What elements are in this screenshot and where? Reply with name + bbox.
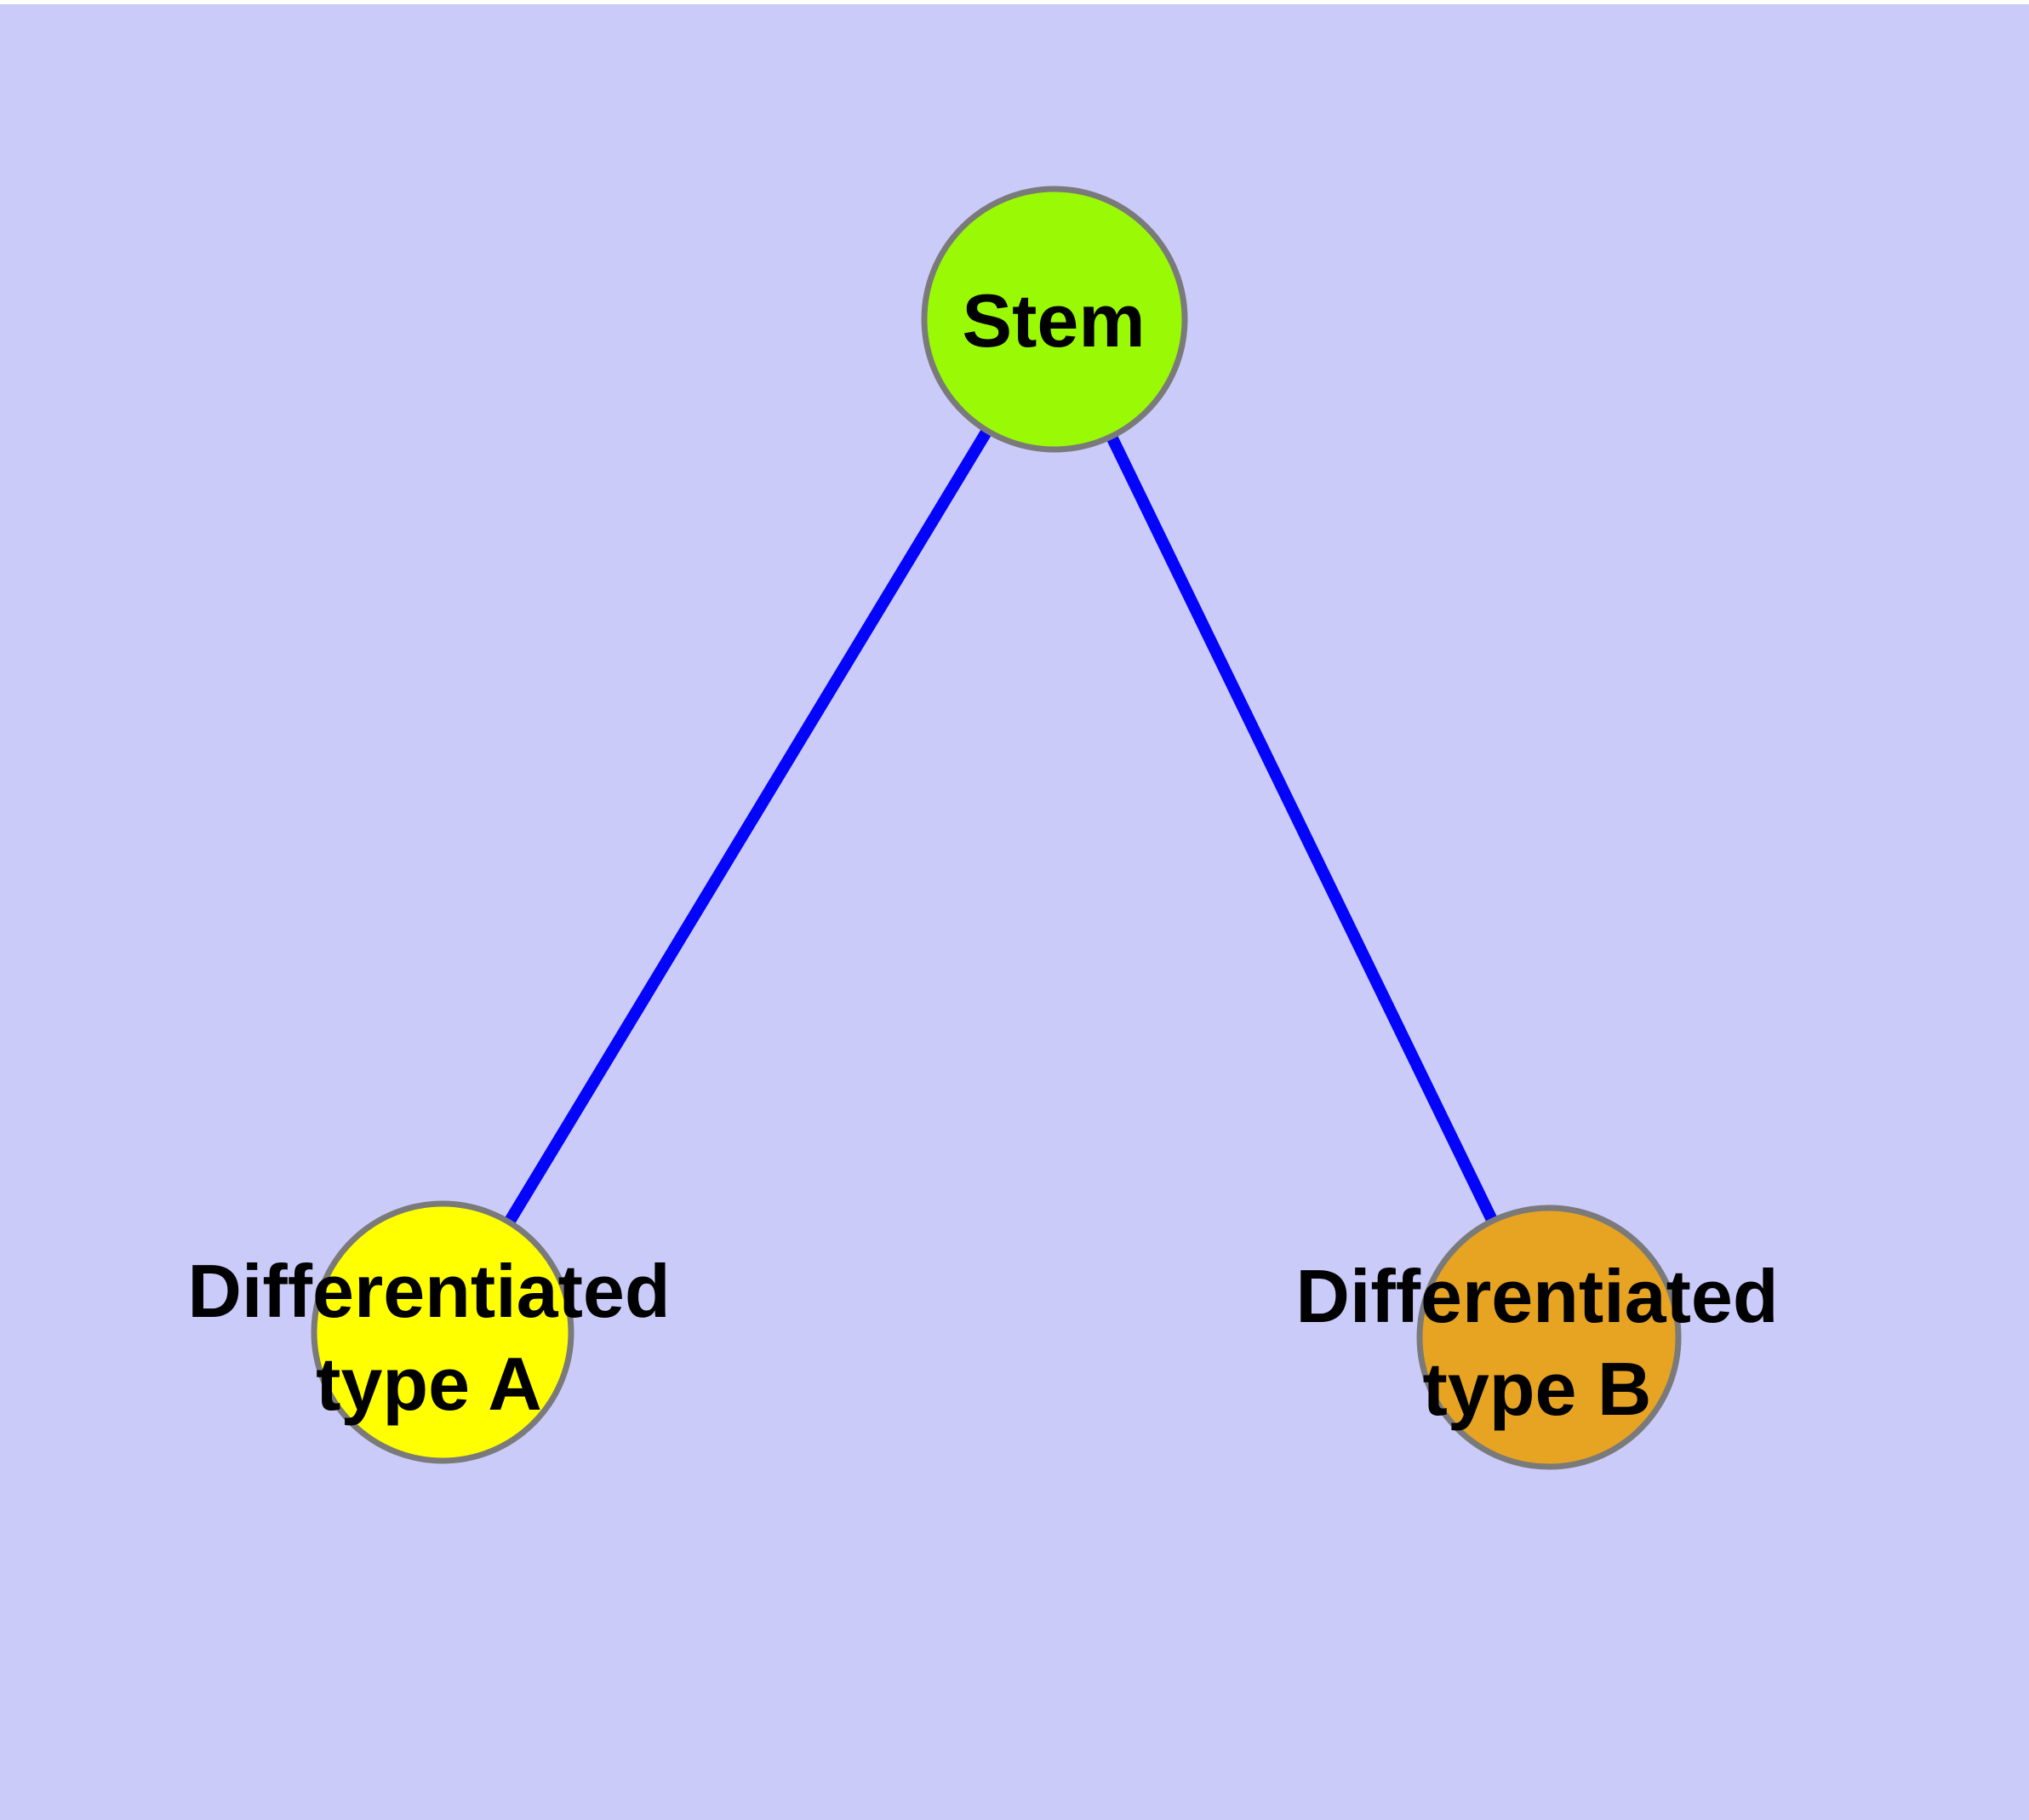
differentiated-type-b-node-circle bbox=[1416, 1205, 1682, 1470]
differentiated-type-a-node-circle bbox=[311, 1200, 574, 1464]
stem-node-label: Stem bbox=[962, 278, 1145, 363]
differentiated-type-b-label-line2: type B bbox=[1423, 1347, 1652, 1431]
stem-node-circle bbox=[921, 186, 1188, 453]
differentiated-type-a-label-line1: Differentiated bbox=[187, 1249, 670, 1333]
differentiated-type-a-label-line2: type A bbox=[316, 1342, 542, 1426]
differentiated-type-b-label-line1: Differentiated bbox=[1295, 1254, 1778, 1338]
edge-stem-to-type-a bbox=[437, 316, 1060, 1336]
edge-stem-to-type-b bbox=[1049, 316, 1555, 1341]
